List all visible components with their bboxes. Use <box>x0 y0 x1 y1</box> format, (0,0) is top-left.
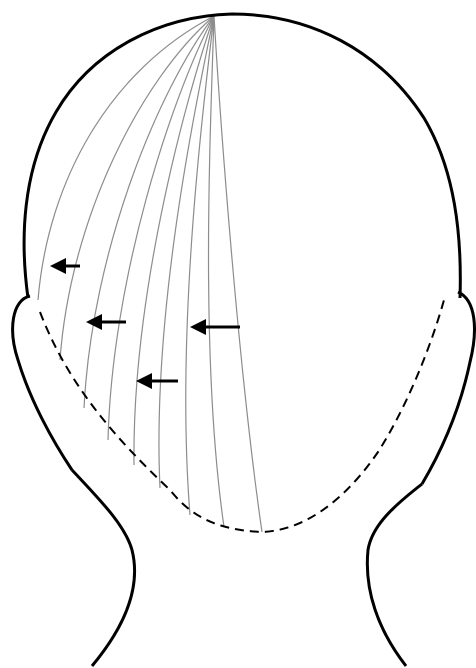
guide-lines <box>38 16 262 532</box>
direction-arrows <box>50 258 240 389</box>
guide-line-8 <box>209 16 225 527</box>
right-ear <box>422 292 474 484</box>
guide-line-7 <box>186 16 214 515</box>
guide-line-2 <box>60 16 214 360</box>
guide-line-3 <box>84 16 214 408</box>
left-neck-line <box>72 470 135 666</box>
right-neck-line <box>367 484 422 666</box>
arrow-left-3 <box>190 319 240 335</box>
guide-line-1 <box>38 16 214 300</box>
left-ear <box>13 296 72 470</box>
arrow-left-1 <box>50 258 80 274</box>
head-outline <box>24 14 460 298</box>
guide-line-9 <box>214 16 262 532</box>
hairline-dashed-boundary <box>40 300 444 532</box>
arrow-left-4 <box>136 373 178 389</box>
